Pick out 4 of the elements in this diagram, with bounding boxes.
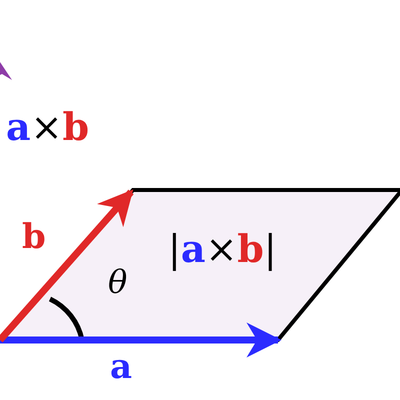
vector-label: b: [22, 220, 46, 254]
angle-label: θ: [108, 266, 128, 298]
vector-label: a: [110, 350, 132, 384]
cross-product-label: a×b: [6, 108, 90, 146]
